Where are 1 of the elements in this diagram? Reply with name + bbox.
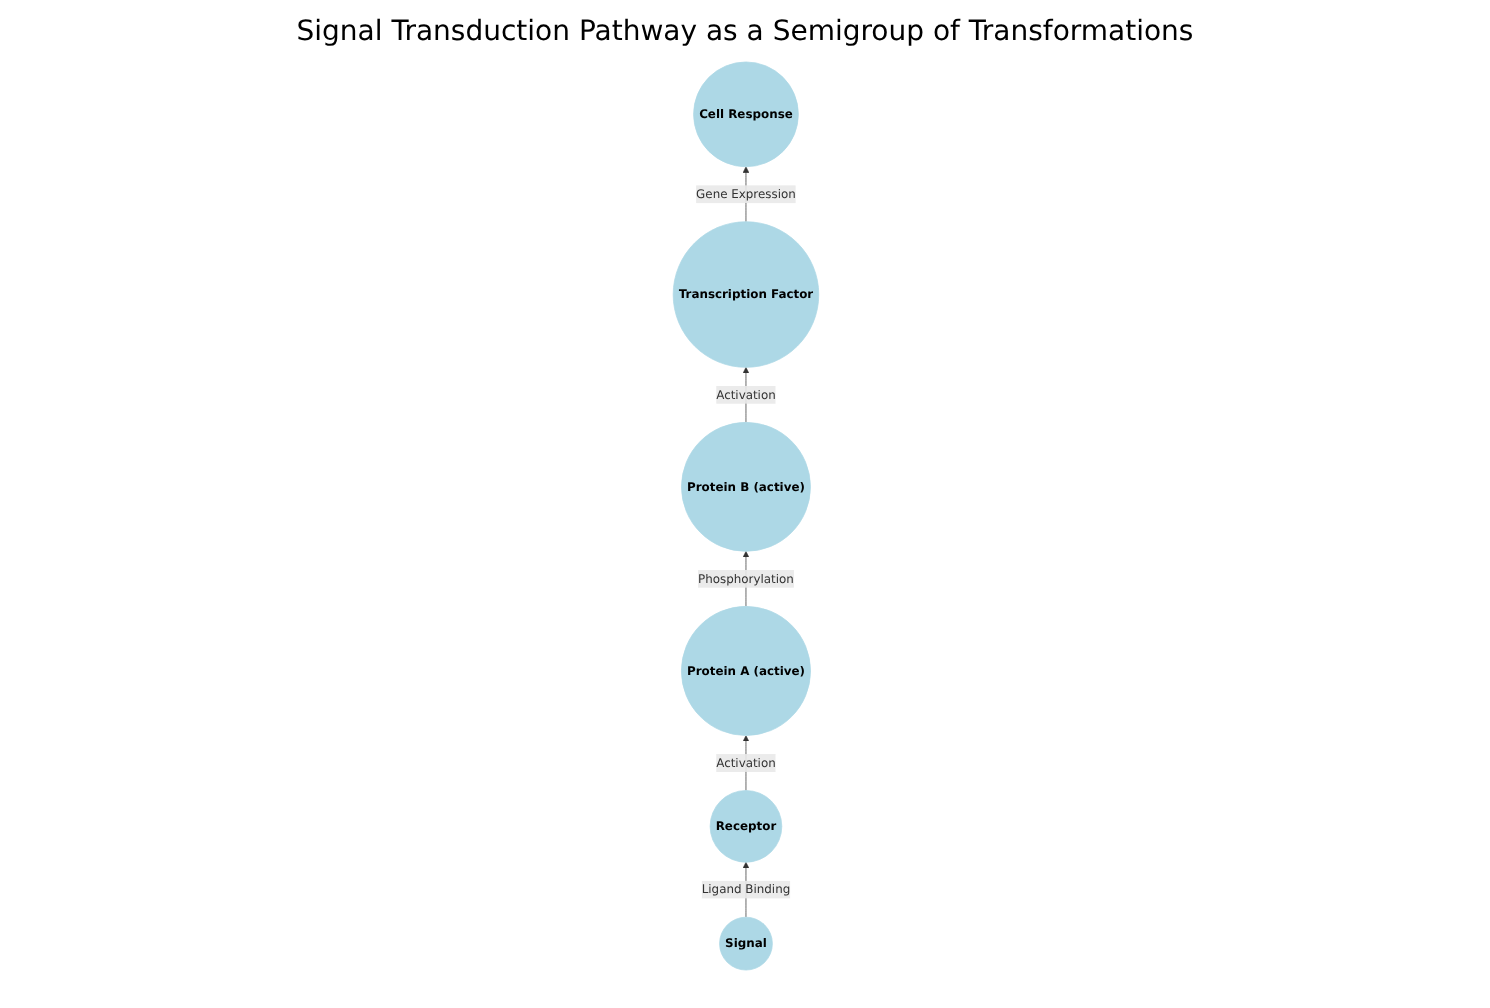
diagram-title: Signal Transduction Pathway as a Semigroup of Transformations bbox=[294, 16, 1196, 48]
